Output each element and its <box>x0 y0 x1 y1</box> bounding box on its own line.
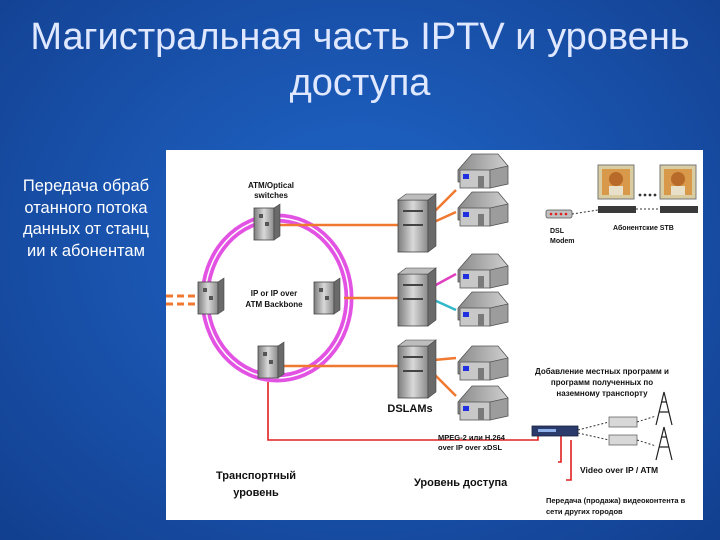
label-mpeg-2: over IP over xDSL <box>438 443 502 452</box>
label-video-over-ip: Video over IP / ATM <box>580 465 658 475</box>
label-resale: Передача (продажа) видеоконтента в <box>546 496 686 505</box>
atm-switch-right <box>313 277 341 315</box>
house-2 <box>457 191 509 227</box>
label-resale-2: сети других городов <box>546 507 623 516</box>
dslam-house-links <box>433 189 457 397</box>
ellipsis-dots <box>638 193 657 197</box>
tv-2-icon <box>659 164 697 200</box>
house-6 <box>457 385 509 421</box>
transport-line <box>267 382 572 481</box>
label-atm-switches: ATM/Optical <box>248 181 294 190</box>
headend-equipment-icon <box>531 425 579 437</box>
house-4 <box>457 291 509 327</box>
switch-dslam-links <box>274 223 398 368</box>
label-backbone: IP or IP over <box>251 289 297 298</box>
label-local-programs-2: программ полученных по <box>551 378 653 387</box>
label-local-programs: Добавление местных программ и <box>535 367 669 376</box>
house-1 <box>457 153 509 189</box>
label-backbone-2: ATM Backbone <box>245 300 303 309</box>
label-dsl-modem-2: Modem <box>550 238 575 245</box>
house-5 <box>457 345 509 381</box>
label-stb: Абонентские STB <box>613 224 674 232</box>
slide-title: Магистральная часть IPTV и уровень досту… <box>30 16 690 104</box>
label-transport-level-2: уровень <box>233 487 279 499</box>
dslam-1 <box>397 193 437 253</box>
antenna-tower-icons <box>655 391 673 461</box>
side-description: Передача обработанного потока данных от … <box>22 177 150 260</box>
stb-icon <box>598 206 698 213</box>
label-local-programs-3: наземному транспорту <box>556 389 648 398</box>
receiver-icons <box>608 416 638 446</box>
network-diagram-svg: ATM/Optical switches IP or IP over ATM B… <box>166 153 698 516</box>
label-dsl-modem: DSL <box>550 228 565 235</box>
atm-switch-top <box>253 203 281 241</box>
label-atm-switches-2: switches <box>254 191 288 200</box>
network-diagram: ATM/Optical switches IP or IP over ATM B… <box>166 150 703 520</box>
dslam-3 <box>397 339 437 399</box>
tv-1-icon <box>597 164 635 200</box>
atm-switch-bottom <box>257 341 285 379</box>
house-3 <box>457 253 509 289</box>
dslam-2 <box>397 267 437 327</box>
inbound-dashed-links <box>166 294 204 306</box>
label-access-level: Уровень доступа <box>414 477 508 489</box>
label-dslams: DSLAMs <box>387 403 432 415</box>
label-transport-level: Транспортный <box>216 470 296 482</box>
dsl-modem-icon <box>545 209 573 219</box>
atm-switch-left <box>197 277 225 315</box>
label-mpeg: MPEG-2 или H.264 <box>438 433 506 442</box>
